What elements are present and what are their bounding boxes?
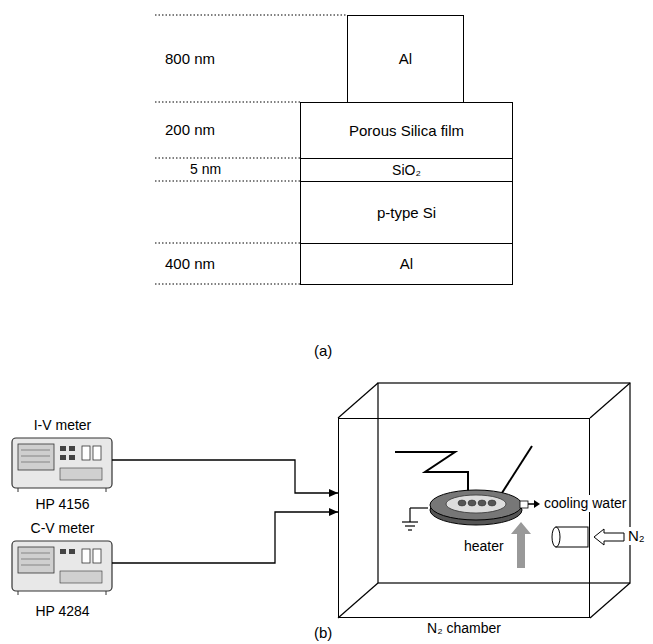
instrument: C-V meter HP 4284 [10,518,115,622]
substrate-layer: p-type Si [300,181,513,244]
instrument-icon [12,541,112,595]
layer-name: p-type Si [377,204,436,222]
device-name: C-V meter [10,520,115,537]
dimension-label: 400 nm [165,255,215,273]
layer-name: Al [399,50,412,68]
heater-stage [430,490,540,525]
panel-label: (b) [314,624,332,642]
part-label: cooling water [543,495,628,512]
instrument-icon [12,438,112,492]
model-number: HP 4156 [10,496,115,513]
heater-arrow [511,522,531,568]
gas-inlet [552,527,624,547]
dimension-label: 200 nm [165,121,215,139]
metal-layer: Al [347,15,464,103]
layer-name: Porous Silica film [349,122,464,140]
cable [112,512,338,563]
layer-name: Al [400,255,413,273]
model-number: HP 4284 [10,603,115,620]
device-name: I-V meter [10,417,115,434]
dimension-label: 800 nm [165,50,215,68]
metal-layer: Al [300,243,513,285]
instrument: I-V meter HP 4156 [10,415,115,515]
ground-symbol [402,508,428,530]
dimension-label: 5 nm [190,161,221,178]
cable [112,460,338,493]
part-label: heater [464,538,504,555]
gas-label: N₂ [627,527,646,545]
oxide-layer: SiO₂ [300,158,513,182]
film-layer: Porous Silica film [300,102,513,159]
chamber-wireframe [338,383,630,618]
panel-label: (a) [314,342,332,360]
layer-name: SiO₂ [392,162,421,179]
chamber: N₂ chamber [338,418,590,618]
chamber-name: N₂ chamber [339,620,589,637]
